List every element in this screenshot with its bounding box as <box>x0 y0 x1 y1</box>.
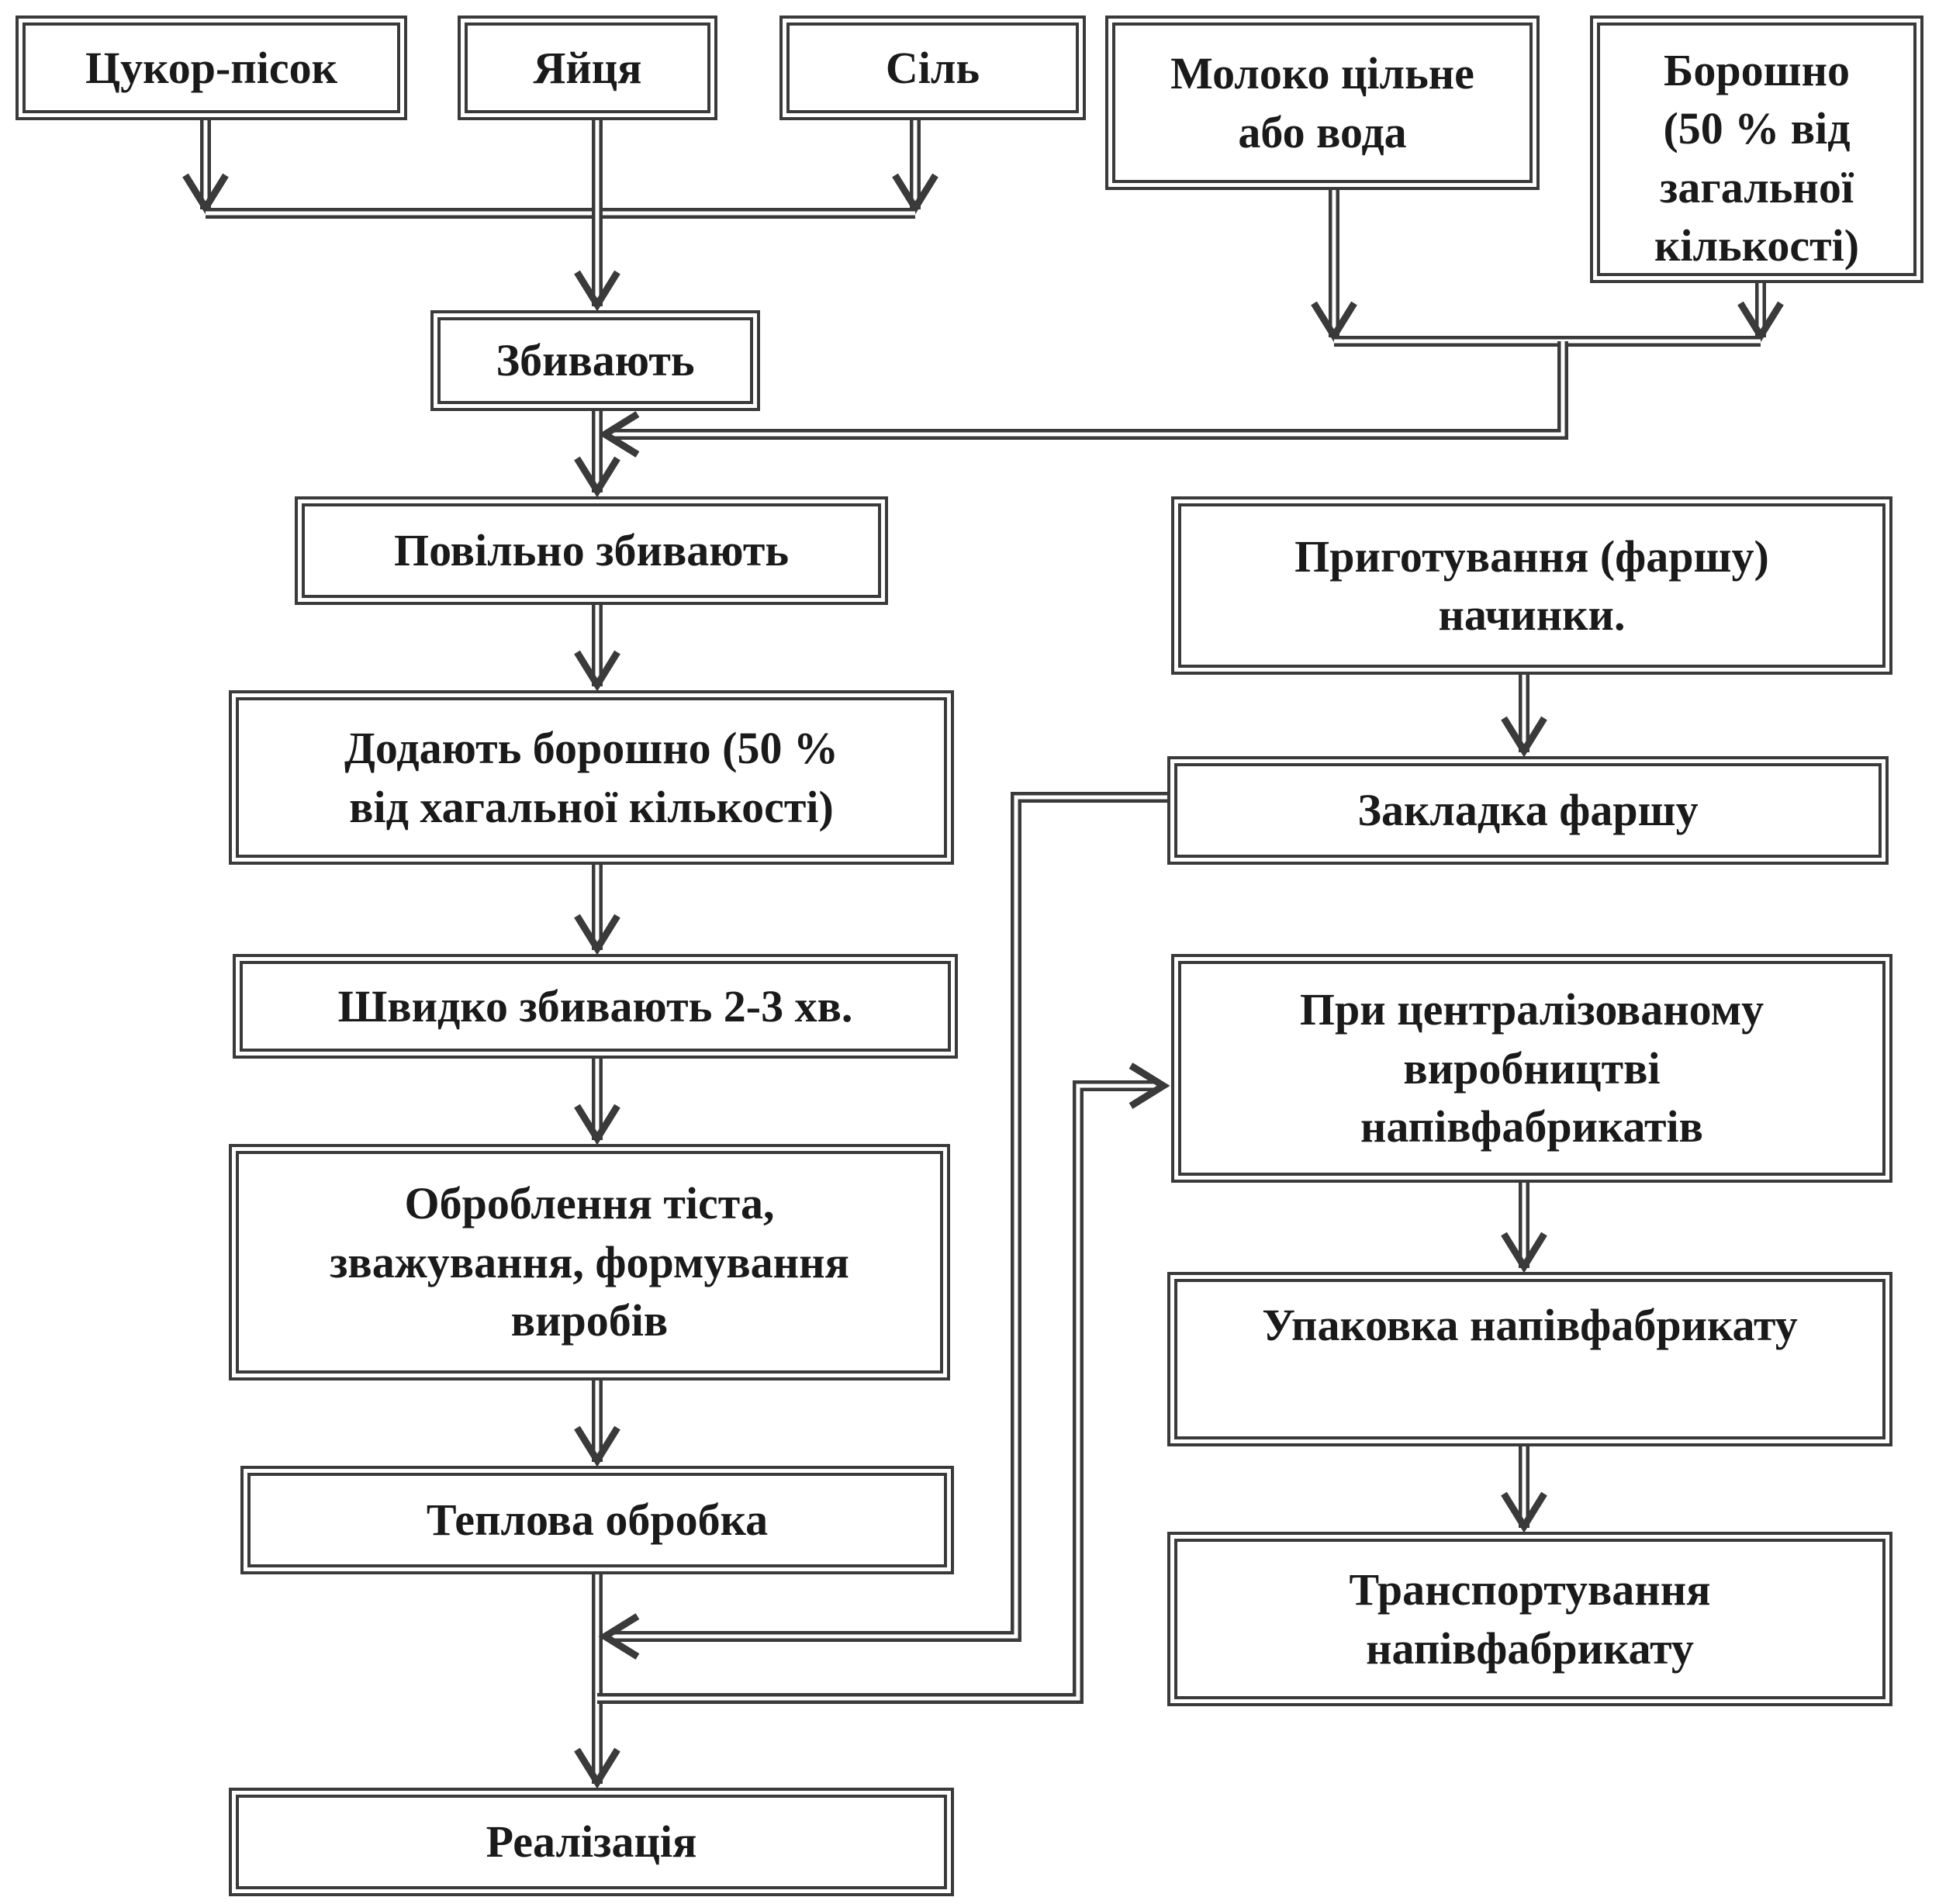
arrowhead-whip <box>574 270 620 312</box>
box-whip: Збивають <box>430 310 760 411</box>
arrowhead-central <box>1128 1063 1170 1109</box>
box-processing: Оброблення тіста, зважування, формування… <box>229 1144 950 1380</box>
box-sale: Реалізація <box>229 1788 954 1896</box>
arrowhead-transport <box>1501 1491 1547 1533</box>
arrowhead-sale <box>574 1747 620 1789</box>
connector-to-main-line-inner <box>609 341 1565 437</box>
box-filling-prep: Приготування (фаршу) начинки. <box>1171 496 1892 675</box>
arrowhead-add <box>574 650 620 692</box>
arrowhead-fast <box>574 914 620 955</box>
arrowhead-insert <box>1501 716 1547 758</box>
box-flour-first: Борошно (50 % від загальної кількості) <box>1590 16 1923 283</box>
arrowhead-proc <box>574 1104 620 1146</box>
box-milk: Молоко цільне або вода <box>1105 16 1540 190</box>
box-add-flour: Додають борошно (50 % від хагальної кіль… <box>229 690 954 865</box>
box-sugar: Цукор-пісок <box>16 16 407 120</box>
box-centralized: При централізованому виробництві напівфа… <box>1171 954 1892 1183</box>
box-slow-whip: Повільно збивають <box>295 496 888 605</box>
box-filling-insert: Закладка фаршу <box>1167 756 1889 865</box>
box-transport: Транспортування напівфабрикату <box>1167 1532 1892 1706</box>
box-salt: Сіль <box>779 16 1086 120</box>
box-heat: Теплова обробка <box>240 1466 954 1574</box>
arrowhead-pack <box>1501 1232 1547 1273</box>
arrowhead-heat <box>574 1425 620 1467</box>
arrowhead-filling-main <box>598 1613 640 1660</box>
arrowhead-merge-left <box>598 411 640 458</box>
arrowhead-slow <box>574 456 620 498</box>
connector-filling-to-main-inner <box>609 795 1167 1639</box>
connector-main-to-central-inner <box>597 1083 1160 1701</box>
box-packing: Упаковка напівфабрикату <box>1167 1272 1892 1446</box>
box-fast-whip: Швидко збивають 2-3 хв. <box>233 954 958 1059</box>
box-eggs: Яйця <box>458 16 717 120</box>
